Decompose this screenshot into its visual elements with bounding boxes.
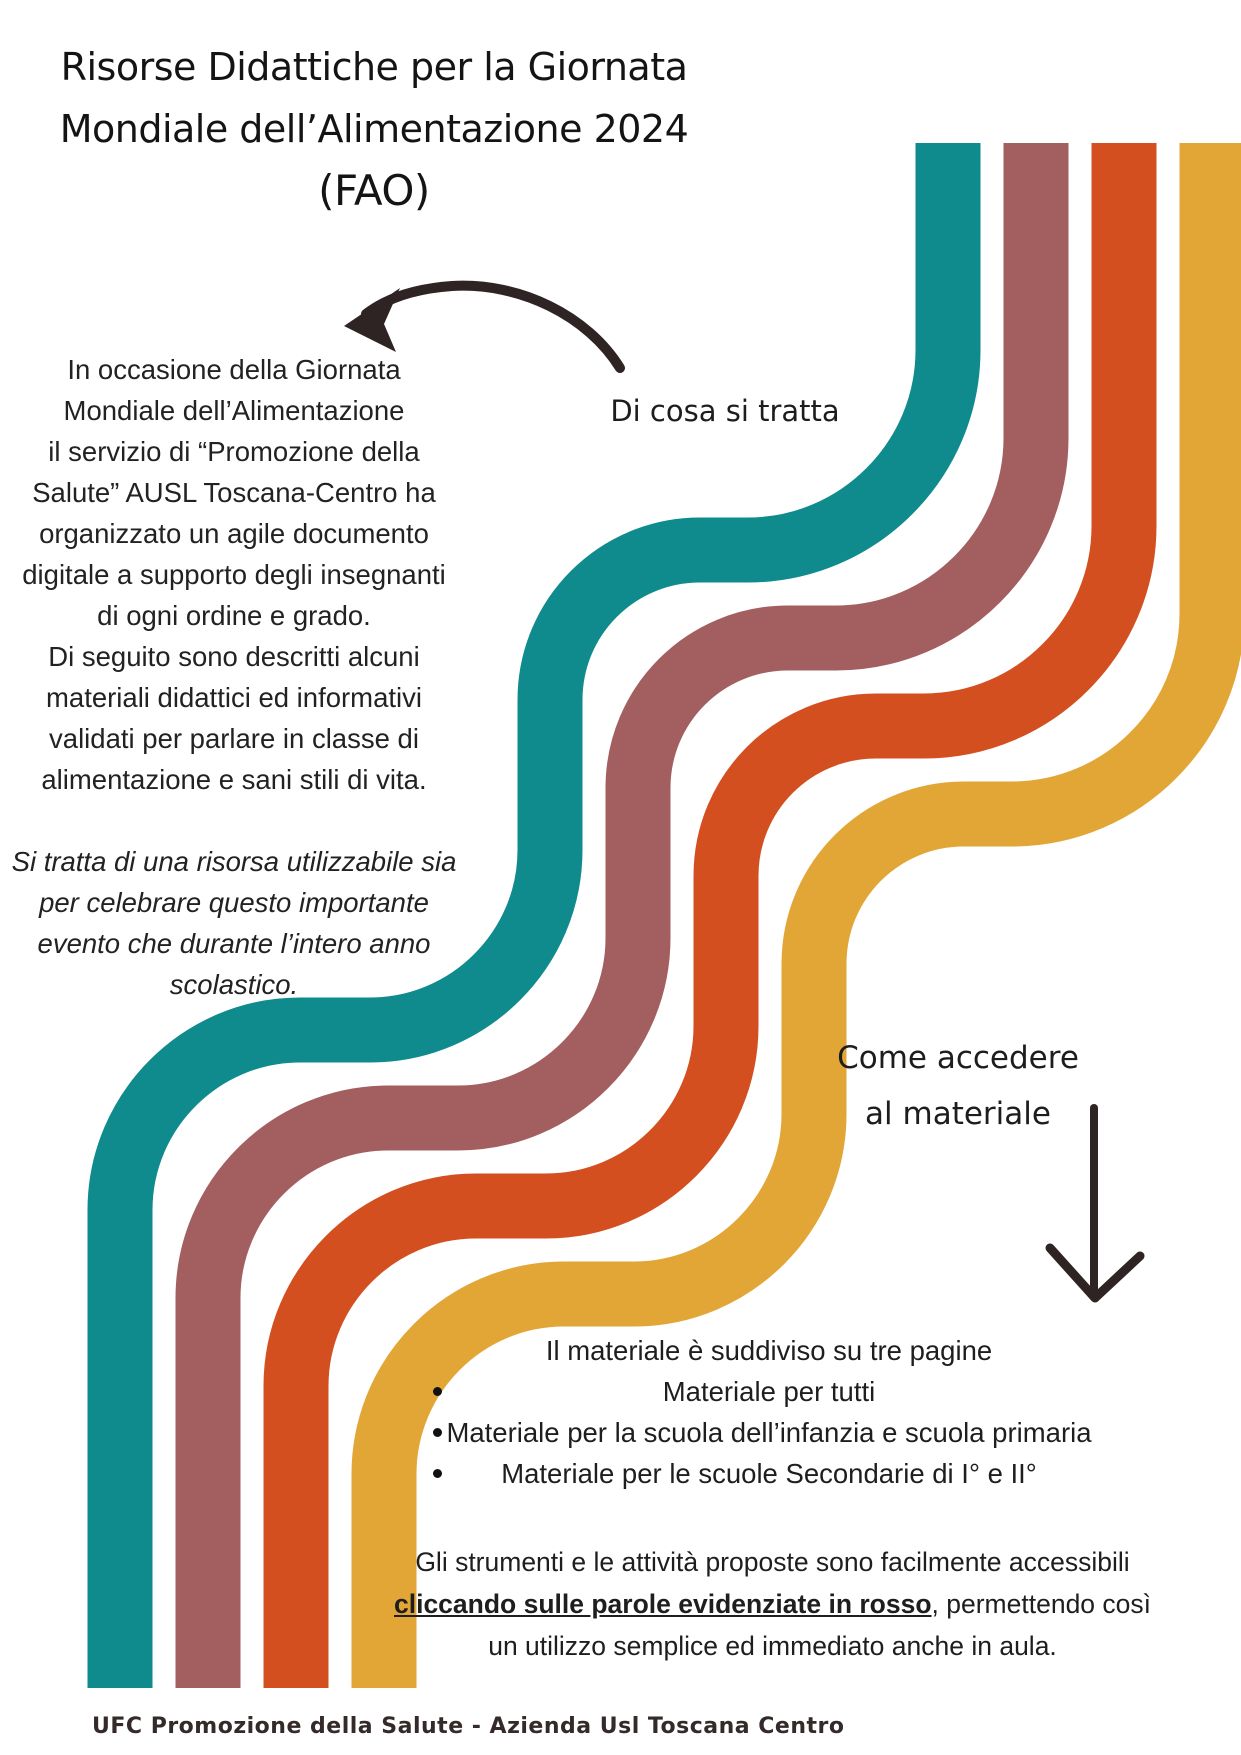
list-item-label: Materiale per la scuola dell’infanzia e … <box>446 1417 1092 1448</box>
bullet-icon <box>433 1387 442 1396</box>
access-text-before: Gli strumenti e le attività proposte son… <box>415 1547 1130 1577</box>
list-item-label: Materiale per tutti <box>662 1376 876 1407</box>
access-text-after: , permettendo così un utilizzo semplice … <box>488 1589 1152 1661</box>
list-item: Materiale per tutti <box>395 1371 1143 1412</box>
intro-paragraph: In occasione della Giornata Mondiale del… <box>0 308 468 1046</box>
title-line-1: Risorse Didattiche per la Giornata <box>60 45 688 89</box>
bullet-icon <box>433 1428 442 1437</box>
intro-text: In occasione della Giornata Mondiale del… <box>22 354 446 795</box>
how-to-access-line-2: al materiale <box>865 1096 1051 1132</box>
how-to-access-line-1: Come accedere <box>837 1040 1079 1076</box>
materials-section: Il materiale è suddiviso su tre pagine M… <box>395 1330 1143 1494</box>
title-line-3: (FAO) <box>318 166 430 215</box>
footer-credit: UFC Promozione della Salute - Azienda Us… <box>92 1714 845 1739</box>
what-it-is-label: Di cosa si tratta <box>610 394 840 428</box>
list-item-label: Materiale per le scuole Secondarie di I°… <box>501 1458 1037 1489</box>
bullet-icon <box>433 1469 442 1478</box>
list-item: Materiale per le scuole Secondarie di I°… <box>395 1453 1143 1494</box>
stripe-teal <box>87 143 981 1688</box>
access-paragraph: Gli strumenti e le attività proposte son… <box>385 1541 1160 1667</box>
down-arrow-icon <box>1045 1104 1145 1303</box>
stripe-orange <box>263 143 1157 1688</box>
stripe-mauve <box>175 143 1069 1688</box>
access-highlight-text: cliccando sulle parole evidenziate in ro… <box>393 1589 932 1619</box>
curved-arrow-left-icon <box>344 280 625 373</box>
materials-heading: Il materiale è suddiviso su tre pagine <box>545 1335 993 1366</box>
stripe-yellow <box>351 143 1241 1688</box>
title-line-2: Mondiale dell’Alimentazione 2024 <box>59 107 689 151</box>
page-title: Risorse Didattiche per la Giornata Mondi… <box>0 36 748 222</box>
intro-italic-text: Si tratta di una risorsa utilizzabile si… <box>11 846 457 1000</box>
list-item: Materiale per la scuola dell’infanzia e … <box>395 1412 1143 1453</box>
materials-list: Materiale per tutti Materiale per la scu… <box>395 1371 1143 1494</box>
how-to-access-label: Come accedere al materiale <box>778 1030 1138 1142</box>
